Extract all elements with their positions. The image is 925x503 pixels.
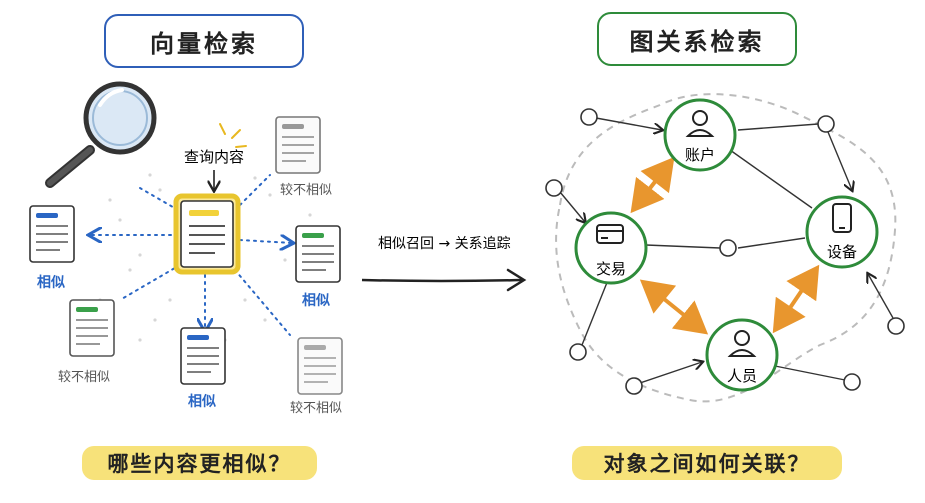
user-icon [685,110,715,137]
similar-label-bottom: 相似 [188,394,216,410]
query-label: 查询内容 [184,148,244,166]
similarity-links [90,174,292,336]
node-device-label: 设备 [827,243,857,261]
less-similar-label-left: 较不相似 [58,370,111,385]
node-transaction [574,211,648,285]
less-similar-document-top [275,116,321,174]
less-similar-label-top: 较不相似 [280,183,333,198]
similar-document-left [29,205,75,263]
phone-icon [832,203,852,233]
vector-question: 哪些内容更相似？ [82,446,317,480]
process-label: 相似召回 → 关系追踪 [378,236,511,252]
query-document [173,193,241,275]
key-relations [630,156,820,335]
node-person [705,318,779,392]
less-similar-label-right: 较不相似 [290,401,343,416]
similar-document-right [295,225,341,283]
less-similar-document-right [297,337,343,395]
process-arrow-head [506,268,527,292]
person-icon [727,330,757,357]
similar-document-bottom [180,327,226,385]
graph-search-title: 图关系检索 [597,12,797,66]
node-account-label: 账户 [685,146,715,164]
vector-search-title: 向量检索 [104,14,304,68]
process-arrow [361,278,523,283]
node-account [663,98,737,172]
graph-minor-nodes [545,108,905,395]
highlight-sparks [219,123,247,148]
magnifier-icon [45,81,157,188]
less-similar-document-left [69,299,115,357]
graph-edges [559,117,894,384]
similar-label-right: 相似 [302,293,330,309]
similar-label-left: 相似 [37,275,65,291]
node-person-label: 人员 [727,367,757,385]
node-device [805,195,879,269]
graph-question: 对象之间如何关联？ [572,446,842,480]
card-icon [596,224,624,244]
node-transaction-label: 交易 [596,260,626,278]
